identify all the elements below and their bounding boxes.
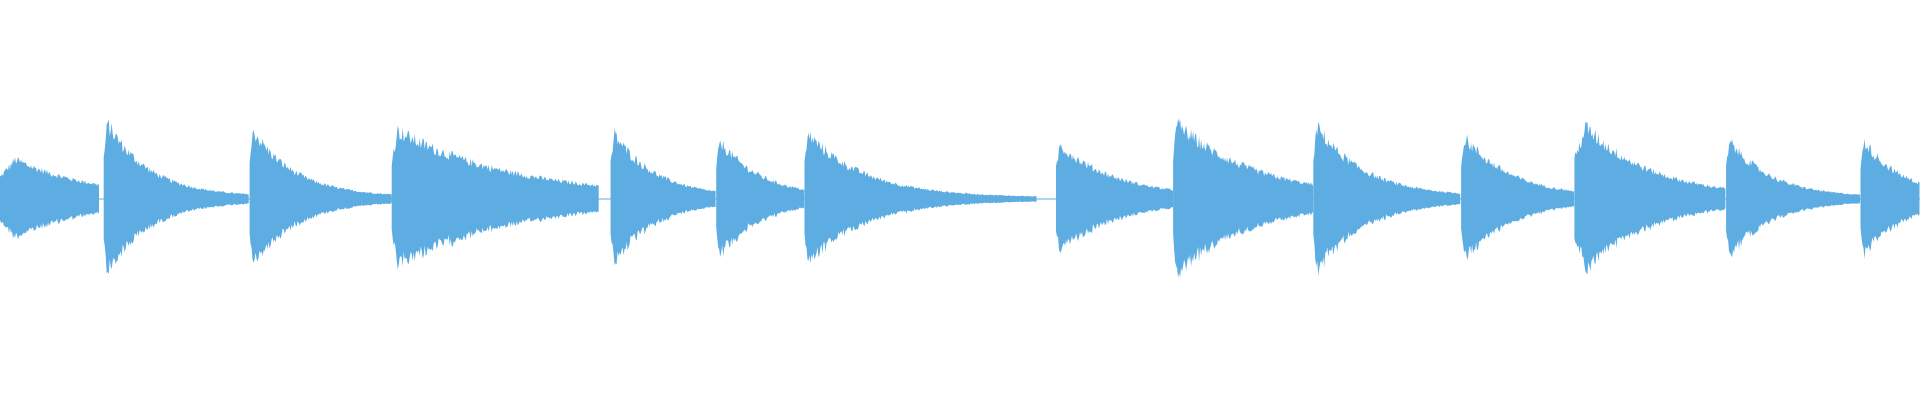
waveform-onset-13 — [1860, 138, 1920, 259]
waveform-onset-6 — [804, 131, 1037, 264]
waveform-onset-8 — [1173, 118, 1314, 278]
waveform-onset-10 — [1461, 134, 1575, 260]
waveform-onset-12 — [1726, 139, 1861, 258]
waveform-onset-3 — [391, 125, 599, 270]
waveform-onset-5 — [716, 140, 805, 257]
waveform-segments — [0, 118, 1920, 278]
waveform-onset-4 — [610, 128, 716, 266]
waveform-onset-7 — [1056, 144, 1173, 253]
waveform-onset-11 — [1574, 122, 1726, 275]
waveform-onset-1 — [103, 119, 249, 275]
waveform-onset-2 — [249, 130, 392, 263]
waveform-onset-0 — [0, 156, 99, 240]
waveform-onset-9 — [1313, 121, 1461, 277]
